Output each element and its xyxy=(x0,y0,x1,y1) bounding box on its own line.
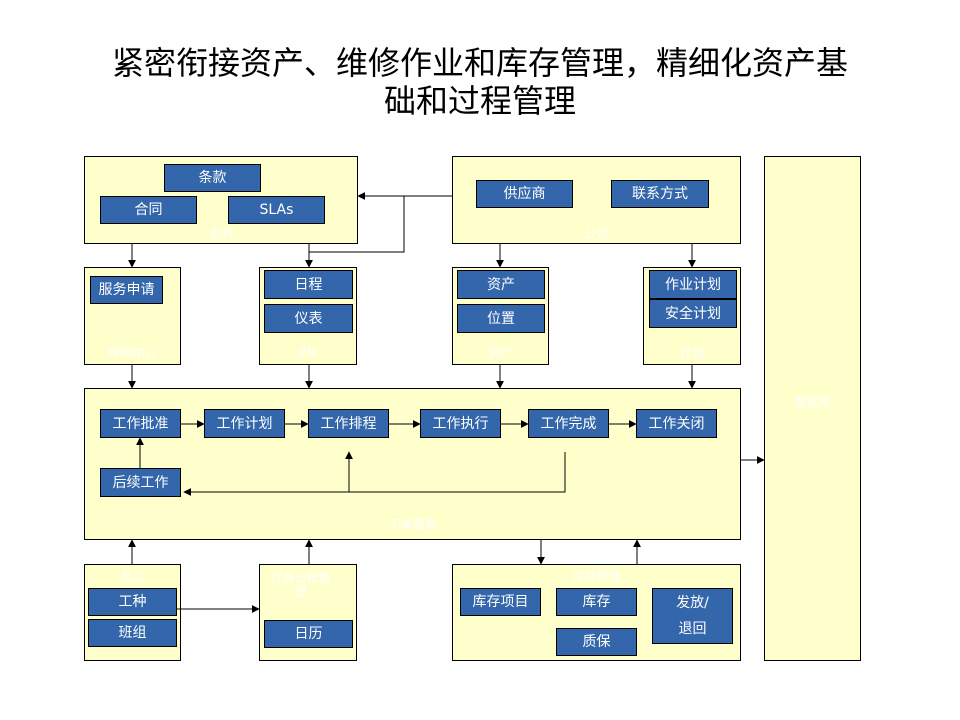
panel-service-center-label: 呼叫中心 xyxy=(108,346,157,360)
box-wo-execute[interactable]: 工作执行 xyxy=(420,409,501,438)
panel-database-label: 数据库 xyxy=(794,395,831,409)
box-stock[interactable]: 库存 xyxy=(556,588,637,616)
box-meter[interactable]: 仪表 xyxy=(264,304,353,333)
panel-pm-label: PM xyxy=(299,346,317,360)
box-wo-plan[interactable]: 工作计划 xyxy=(204,409,285,438)
box-followup[interactable]: 后续工作 xyxy=(100,468,181,497)
box-contact[interactable]: 联系方式 xyxy=(611,180,709,208)
page-title: 紧密衔接资产、维修作业和库存管理，精细化资产基 础和过程管理 xyxy=(0,44,960,120)
box-schedule[interactable]: 日程 xyxy=(264,270,353,299)
panel-company-label: 公司 xyxy=(584,227,609,241)
box-slas[interactable]: SLAs xyxy=(228,196,325,224)
box-wo-schedule[interactable]: 工作排程 xyxy=(308,409,389,438)
box-asset[interactable]: 资产 xyxy=(457,270,545,299)
panel-inventory-label: 库存管理 xyxy=(572,569,621,583)
title-line-1: 紧密衔接资产、维修作业和库存管理，精细化资产基 xyxy=(111,44,848,82)
box-location[interactable]: 位置 xyxy=(457,304,545,333)
panel-work-order: 工单服务 xyxy=(84,388,741,540)
box-wo-complete[interactable]: 工作完成 xyxy=(528,409,609,438)
panel-staff-label: 员工 xyxy=(120,569,145,583)
panel-asset-label: 资产 xyxy=(488,346,513,360)
panel-task-label: 任务分配管理 xyxy=(270,571,331,599)
box-safety-plan[interactable]: 安全计划 xyxy=(649,299,737,328)
panel-plan-label: 计划 xyxy=(679,346,704,360)
box-crew[interactable]: 班组 xyxy=(88,619,177,647)
box-service-request[interactable]: 服务申请 xyxy=(90,276,163,304)
box-supplier[interactable]: 供应商 xyxy=(476,180,573,208)
panel-contract-label: 合同 xyxy=(208,227,233,241)
panel-work-order-label: 工单服务 xyxy=(388,517,437,531)
box-terms[interactable]: 条款 xyxy=(164,164,261,192)
line-company-to-pm xyxy=(309,196,405,253)
box-issue-return-label: 发放/退回 xyxy=(676,595,709,637)
box-contract[interactable]: 合同 xyxy=(100,196,197,224)
box-calendar[interactable]: 日历 xyxy=(264,620,353,648)
panel-database: 数据库 xyxy=(764,156,861,661)
box-work-plan[interactable]: 作业计划 xyxy=(649,270,737,299)
box-quality[interactable]: 质保 xyxy=(556,628,637,656)
line-complete-feedback xyxy=(183,452,566,496)
box-issue-return[interactable]: 发放/退回 xyxy=(652,588,733,644)
box-wo-close[interactable]: 工作关闭 xyxy=(636,409,717,438)
box-stock-item[interactable]: 库存项目 xyxy=(460,588,541,616)
title-line-2: 础和过程管理 xyxy=(383,82,576,120)
box-craft[interactable]: 工种 xyxy=(88,588,177,616)
